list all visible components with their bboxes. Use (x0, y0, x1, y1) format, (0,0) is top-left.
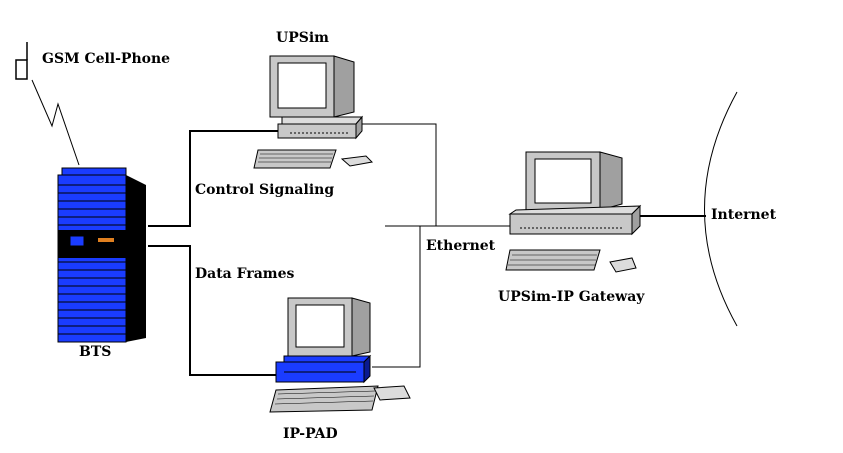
bts-label: BTS (79, 344, 112, 360)
gsm-phone-label: GSM Cell-Phone (42, 51, 171, 67)
upsim-label: UPSim (276, 30, 329, 46)
internet-cloud-arc (704, 91, 738, 327)
radio-link-zigzag (31, 79, 80, 166)
control-signaling-label: Control Signaling (195, 182, 335, 198)
data-frames-label: Data Frames (195, 266, 295, 282)
control-signaling-link (148, 130, 278, 227)
ethernet-label: Ethernet (426, 238, 496, 254)
data-frames-link (148, 245, 278, 376)
ippad-ethernet-link (372, 226, 421, 368)
gateway-computer-icon (505, 151, 642, 273)
bts-tower-icon (57, 167, 146, 343)
gateway-label: UPSim-IP Gateway (498, 289, 645, 305)
upsim-ethernet-link (360, 123, 437, 226)
connection-lines (148, 123, 706, 376)
gsm-phone-icon (15, 42, 28, 80)
ippad-computer-icon (269, 297, 411, 413)
internet-label: Internet (711, 207, 777, 223)
upsim-computer-icon (253, 55, 374, 169)
ippad-label: IP-PAD (283, 426, 338, 442)
